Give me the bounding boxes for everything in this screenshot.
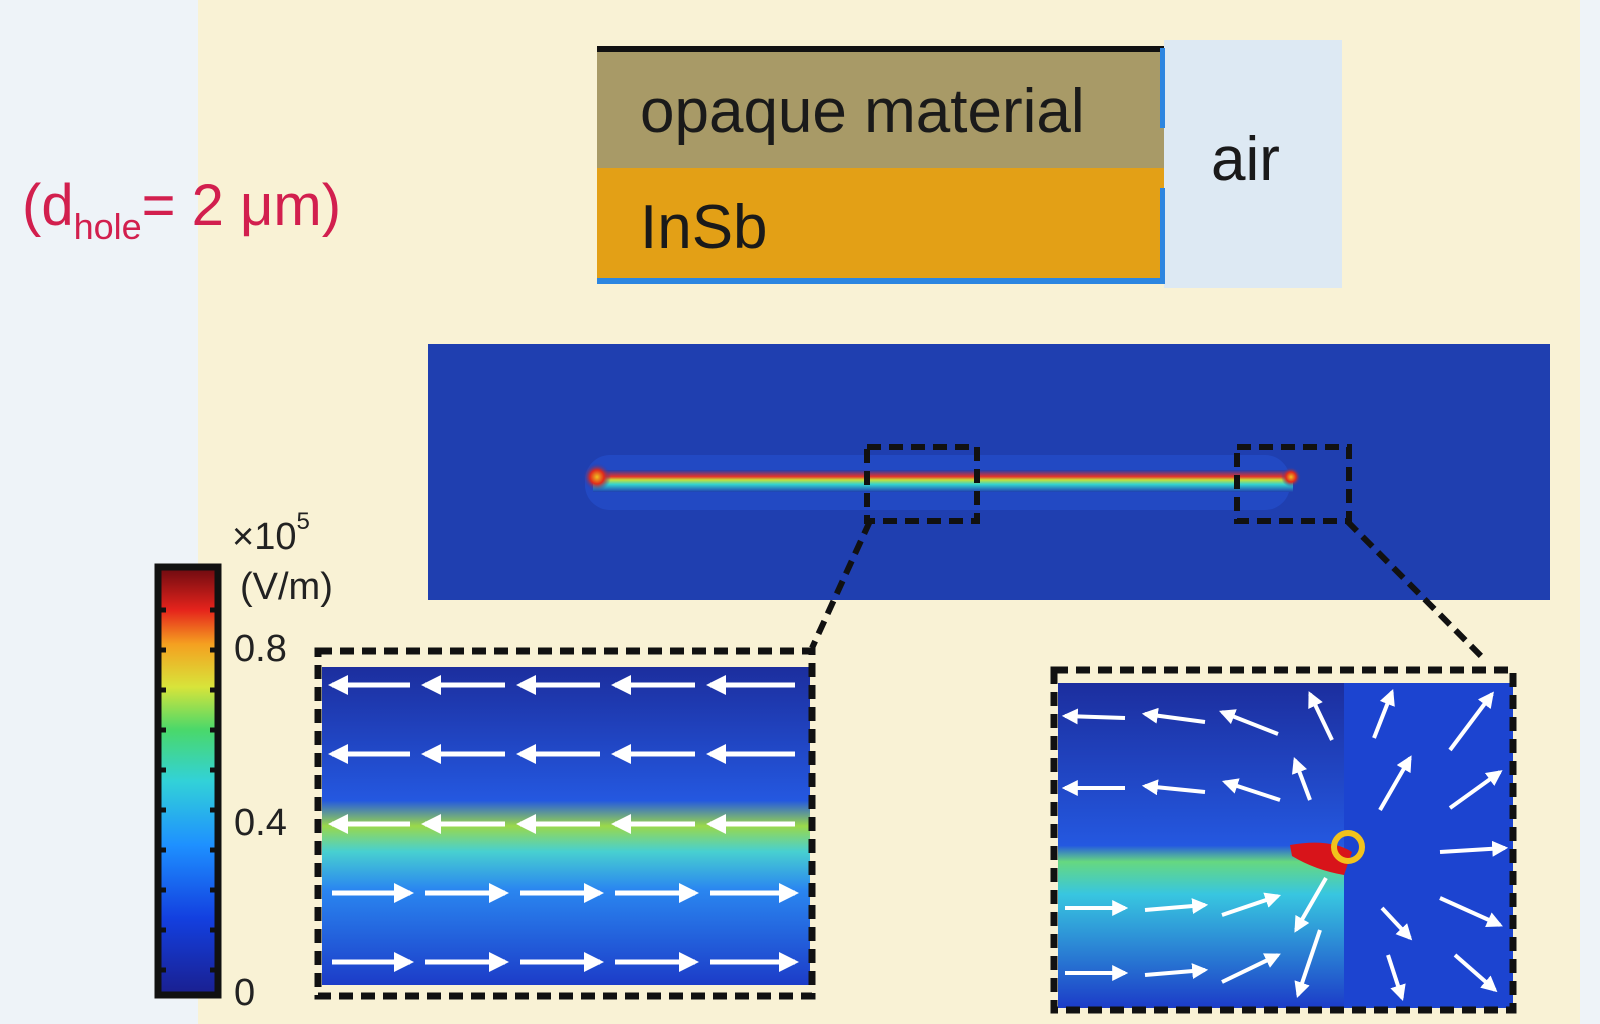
colorbar-unit: (V/m) <box>240 566 333 608</box>
interface-boundary <box>1160 48 1165 128</box>
inset-uniform-frame <box>314 647 816 1000</box>
connector-left <box>809 519 873 650</box>
colorbar-tick-label: 0.4 <box>234 802 287 844</box>
right-edge-hotspot <box>1281 467 1301 487</box>
colorbar-ticks <box>156 607 220 973</box>
colorbar-exponent: 5 <box>296 508 310 535</box>
air-label: air <box>1211 125 1280 194</box>
inset-edge-ring <box>1331 830 1365 864</box>
insb-label: InSb <box>640 193 768 262</box>
zoom-box-center <box>864 444 980 524</box>
colorbar-tick-label: 0.8 <box>234 628 287 670</box>
inset-right-arrows <box>1061 689 1509 1002</box>
colorbar <box>154 563 222 999</box>
zoom-box-edge <box>1234 444 1352 524</box>
hole-label-subscript: hole <box>73 206 142 247</box>
inset-edge-frame <box>1050 666 1517 1014</box>
connector-right <box>1344 518 1488 663</box>
interface-boundary-lower <box>1160 188 1165 284</box>
colorbar-tick-label: 0 <box>234 972 256 1014</box>
hole-label-prefix: (d <box>22 173 74 238</box>
opaque-material-layer <box>597 46 1164 168</box>
field-strip <box>593 470 1293 492</box>
air-region <box>1164 40 1342 288</box>
hole-label-suffix: = 2 μm) <box>141 173 342 238</box>
opaque-material-label: opaque material <box>640 77 1085 146</box>
colorbar-multiplier-base: ×10 <box>232 516 297 558</box>
hole-diameter-label: (dhole= 2 μm) <box>22 172 341 248</box>
insb-layer <box>597 168 1164 284</box>
inset-edge-air <box>1344 683 1513 1008</box>
left-edge-hotspot <box>583 463 611 491</box>
inset-left-arrows <box>328 675 799 972</box>
colorbar-multiplier: ×105 <box>232 508 310 559</box>
